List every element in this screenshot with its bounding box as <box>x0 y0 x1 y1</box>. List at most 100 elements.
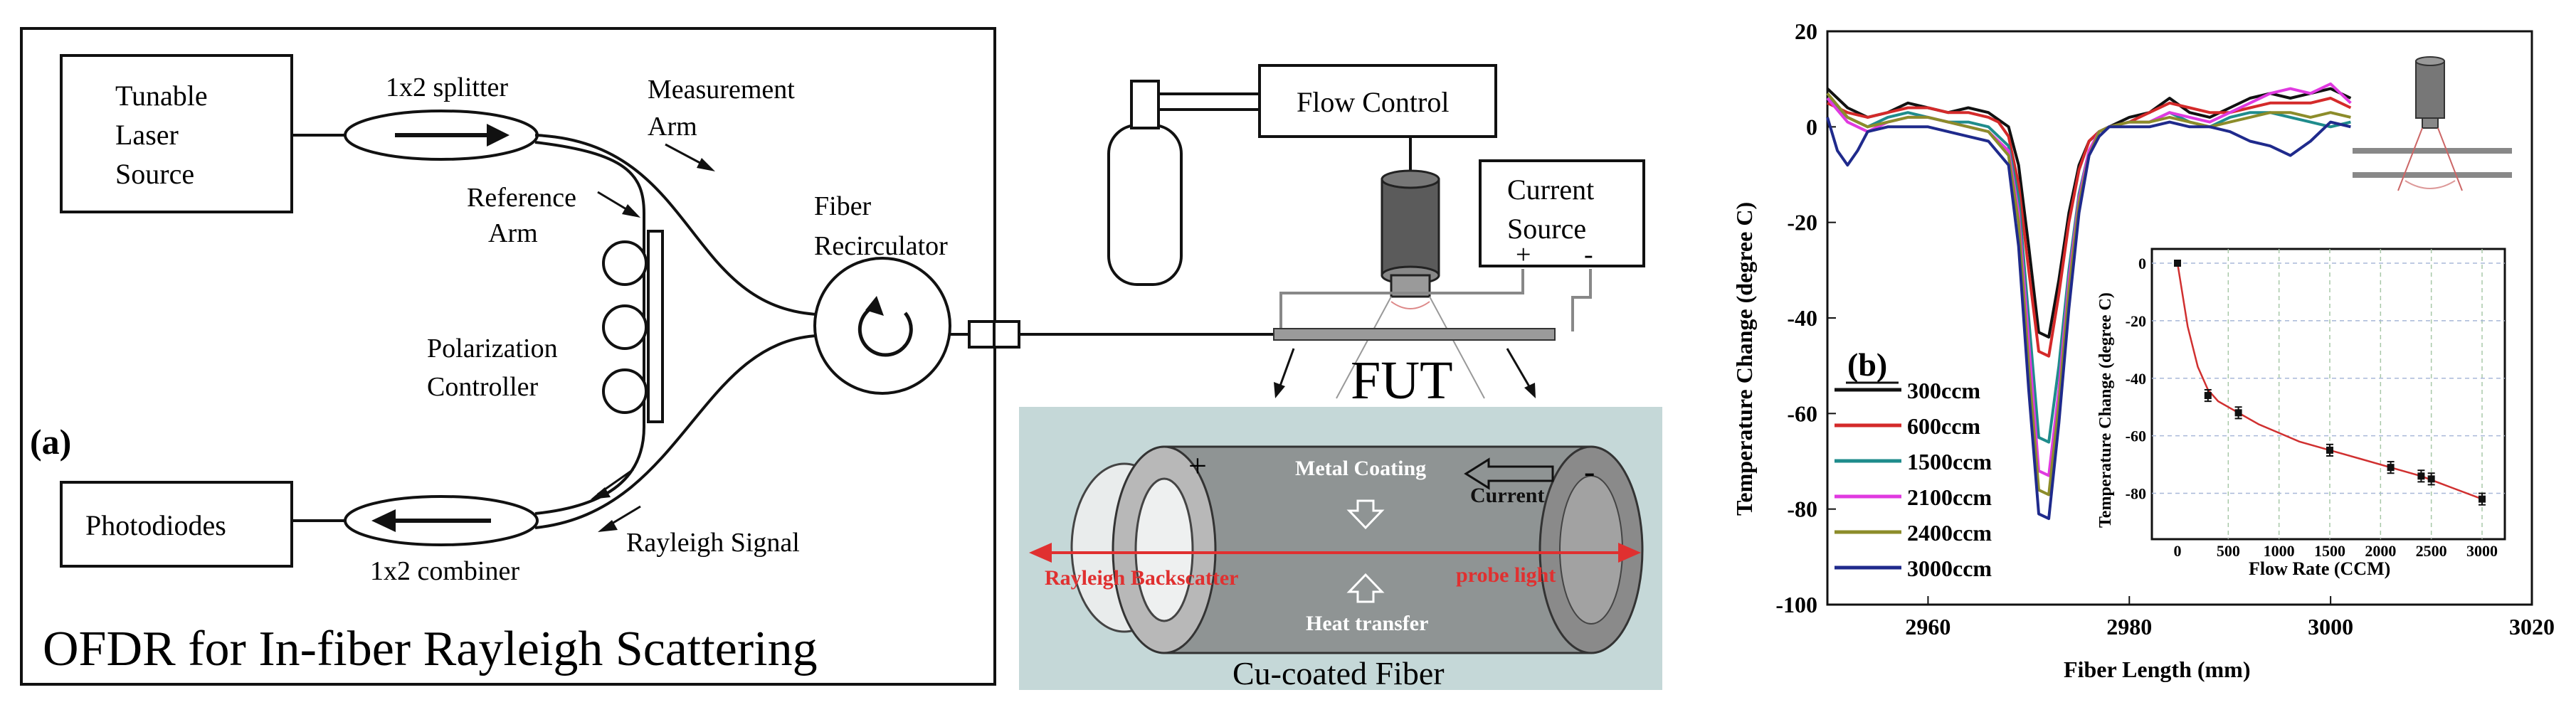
current-wire-minus <box>1571 269 1592 331</box>
laser-source-box <box>60 54 293 213</box>
measurement-arm-arrow-head <box>697 158 715 171</box>
combiner-label: 1x2 combiner <box>370 556 519 586</box>
probe-light-arrow-head <box>1618 543 1641 563</box>
flow-control-box <box>1258 64 1497 138</box>
x-tick-label: 3020 <box>2509 614 2555 639</box>
recirculator-loop-arrow-head <box>865 296 884 316</box>
coating-right-bore <box>1559 475 1623 625</box>
fut-fiber <box>1273 328 1556 341</box>
inset-data-point <box>2387 464 2395 472</box>
caption-ofdr: OFDR for In-fiber Rayleigh Scattering <box>43 622 818 676</box>
inset-x-tick-label: 0 <box>2174 542 2182 560</box>
inset-y-tick-label: -40 <box>2126 370 2146 388</box>
series-line-600ccm <box>1827 97 2352 358</box>
current-source-label-1: Current <box>1507 174 1594 206</box>
reference-arm-label-2: Arm <box>488 218 538 248</box>
fiber-recirculator-label-1: Fiber <box>814 191 872 221</box>
inset-x-tick-label: 2000 <box>2365 542 2396 560</box>
inset-fit-curve <box>2176 262 2483 500</box>
inset-y-tick-label: 0 <box>2138 255 2146 272</box>
gas-bottle-neck <box>1130 80 1160 129</box>
backscatter-arrow-head <box>1029 543 1052 563</box>
fut-zoom-arrow-left-head <box>1274 382 1285 398</box>
laser-source-label-1: Tunable <box>115 80 208 112</box>
splitter-label: 1x2 splitter <box>386 73 508 102</box>
y-tick-label: 0 <box>1806 114 1817 139</box>
inset-y-tick-label: -20 <box>2126 312 2146 330</box>
inset-xlabel: Flow Rate (CCM) <box>2249 558 2390 579</box>
current-source-plus: + <box>1516 240 1531 270</box>
legend-label-3000ccm: 3000ccm <box>1907 556 1992 581</box>
recirculator-to-combiner-fiber <box>534 334 818 529</box>
inset-x-tick-label: 2500 <box>2416 542 2447 560</box>
current-wire-plus <box>1279 269 1524 333</box>
cu-coated-fiber-caption: Cu-coated Fiber <box>1232 655 1445 691</box>
measurement-arm-label-1: Measurement <box>648 75 795 105</box>
legend-label-2400ccm: 2400ccm <box>1907 520 1992 546</box>
inset-x-tick-label: 1500 <box>2314 542 2345 560</box>
polarization-controller-label-2: Controller <box>427 372 539 402</box>
y-tick-label: -20 <box>1787 210 1817 235</box>
rayleigh-backscatter-label: Rayleigh Backscatter <box>1045 566 1238 590</box>
inset-y-tick-label: -80 <box>2126 485 2146 503</box>
reference-arm-label-1: Reference <box>467 183 576 213</box>
heat-transfer-label: Heat transfer <box>1306 612 1428 635</box>
reference-arm-arrow-head <box>622 204 640 218</box>
panel-a-frame <box>20 27 996 686</box>
inset-chart-marks <box>2174 260 2486 506</box>
fut-zoom-arrow-right-head <box>1524 383 1536 398</box>
current-source-label-2: Source <box>1507 213 1586 245</box>
nozzle-flow-wave <box>1390 301 1430 309</box>
nozzle-top <box>1381 169 1440 189</box>
measurement-arm-fiber <box>534 134 818 316</box>
x-tick-label: 2960 <box>1905 614 1951 639</box>
current-arrow <box>1464 457 1554 490</box>
panel-b-label: (b) <box>1847 346 1887 383</box>
coating-minus: - <box>1584 453 1595 489</box>
measurement-arm-label-2: Arm <box>648 112 697 142</box>
inset-data-point <box>2234 409 2242 417</box>
metal-coating-label: Metal Coating <box>1295 457 1426 480</box>
polarization-controller-bar <box>647 230 664 423</box>
inset-data-point <box>2326 446 2333 454</box>
current-source-box <box>1479 159 1645 267</box>
inset-data-point <box>2479 495 2486 503</box>
x-tick-label: 3000 <box>2308 614 2353 639</box>
photodiodes-label: Photodiodes <box>85 509 226 541</box>
current-label: Current <box>1470 484 1544 507</box>
panel-a: (a) Tunable Laser Source Photodiodes 1x2… <box>20 27 1662 691</box>
legend-label-300ccm: 300ccm <box>1907 378 1980 403</box>
laser-source-label-3: Source <box>115 158 194 190</box>
current-source-minus: - <box>1584 240 1593 270</box>
fut-zoom-arrow-right <box>1506 348 1531 388</box>
series-line-3000ccm <box>1826 117 2351 521</box>
inset-data-point <box>2204 392 2212 400</box>
inset-x-tick-label: 3000 <box>2466 542 2498 560</box>
coating-plus: + <box>1188 447 1207 484</box>
gas-bottle <box>1107 124 1183 286</box>
legend-label-1500ccm: 1500ccm <box>1907 449 1992 474</box>
fiber-recirculator-label-2: Recirculator <box>814 231 948 261</box>
polarization-paddle-1 <box>602 240 648 286</box>
inset-data-point <box>2417 472 2425 480</box>
polarization-controller-label-1: Polarization <box>427 334 558 363</box>
splitter-arrow-head <box>487 124 510 147</box>
polarization-paddle-2 <box>602 304 648 350</box>
nozzle-spray-left <box>1336 296 1392 399</box>
combiner-arrow-head <box>371 509 396 532</box>
x-tick-label: 2980 <box>2106 614 2152 639</box>
photodiodes-box <box>60 481 293 568</box>
y-tick-label: -80 <box>1787 496 1817 522</box>
setup-schematic-icon <box>2353 56 2512 191</box>
heat-arrow-up <box>1346 573 1385 603</box>
inset-y-tick-label: -60 <box>2126 427 2146 445</box>
recirculator-loop-icon <box>857 304 913 357</box>
main-ylabel: Temperature Change (degree C) <box>1731 202 1757 516</box>
probe-light-label: probe light <box>1456 563 1556 587</box>
legend-label-600ccm: 600ccm <box>1907 413 1980 439</box>
y-tick-label: -40 <box>1787 305 1817 331</box>
series-line-2400ccm <box>1826 92 2351 496</box>
rayleigh-signal-label: Rayleigh Signal <box>626 528 800 558</box>
